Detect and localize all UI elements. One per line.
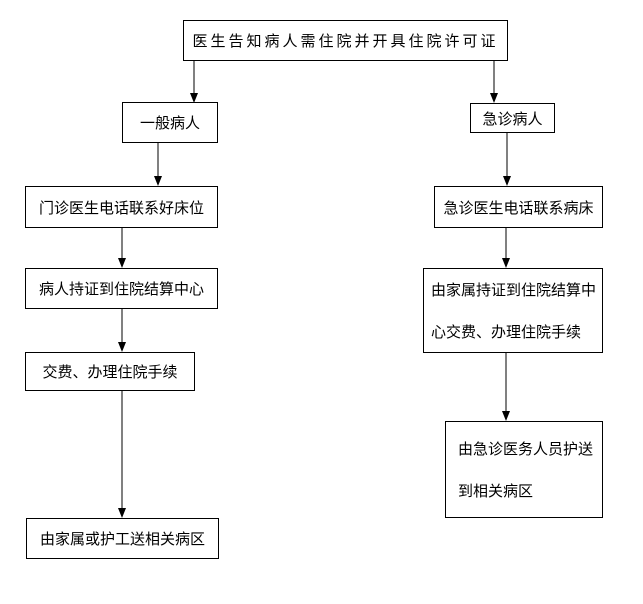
- node-general-patient: 一般病人: [122, 102, 218, 143]
- node-label: 急诊病人: [482, 109, 543, 128]
- node-family-cert-settlement: 由家属持证到住院结算中 心交费、办理住院手续: [423, 268, 603, 353]
- connector-holdcert-to-pay: [118, 309, 126, 352]
- connector-outpatient-to-holdcert: [118, 228, 126, 268]
- connector-start-to-emergency: [490, 61, 498, 103]
- node-label: 由家属或护工送相关病区: [39, 530, 205, 548]
- node-label-line1: 由家属持证到住院结算中: [431, 280, 597, 299]
- node-label: 医生告知病人需住院并开具住院许可证: [192, 32, 499, 50]
- arrow-down-icon: [118, 508, 126, 518]
- arrow-down-icon: [502, 411, 510, 421]
- arrow-down-icon: [190, 93, 198, 103]
- node-emergency-patient: 急诊病人: [470, 103, 555, 133]
- node-label: 门诊医生电话联系好床位: [38, 198, 204, 217]
- connector-pay-to-familyescort: [118, 391, 126, 518]
- connector-start-to-general: [190, 61, 198, 103]
- connector-general-to-outpatient: [154, 143, 162, 186]
- node-label-line2: 到相关病区: [458, 481, 534, 500]
- node-label-line1: 由急诊医务人员护送: [458, 439, 594, 458]
- arrow-down-icon: [154, 176, 162, 186]
- node-doctor-notice: 医生告知病人需住院并开具住院许可证: [183, 20, 508, 61]
- node-family-worker-escort: 由家属或护工送相关病区: [26, 518, 219, 559]
- node-label: 一般病人: [139, 114, 200, 132]
- arrow-down-icon: [118, 258, 126, 268]
- connector-ercall-to-familycert: [502, 228, 510, 268]
- connector-emergency-to-ercall: [503, 133, 511, 186]
- node-er-doctor-call-bed: 急诊医生电话联系病床: [434, 186, 603, 228]
- arrow-down-icon: [490, 93, 498, 103]
- node-pay-admission-procedure: 交费、办理住院手续: [25, 352, 195, 391]
- node-patient-cert-settlement: 病人持证到住院结算中心: [25, 268, 218, 309]
- node-label-line2: 心交费、办理住院手续: [431, 322, 582, 341]
- node-label: 急诊医生电话联系病床: [443, 198, 594, 217]
- arrow-down-icon: [502, 258, 510, 268]
- node-label: 交费、办理住院手续: [42, 363, 178, 381]
- node-er-staff-escort: 由急诊医务人员护送 到相关病区: [445, 421, 603, 518]
- node-outpatient-call-bed: 门诊医生电话联系好床位: [25, 186, 218, 228]
- arrow-down-icon: [503, 176, 511, 186]
- arrow-down-icon: [118, 342, 126, 352]
- connector-familycert-to-erescort: [502, 353, 510, 421]
- node-label: 病人持证到住院结算中心: [38, 280, 204, 298]
